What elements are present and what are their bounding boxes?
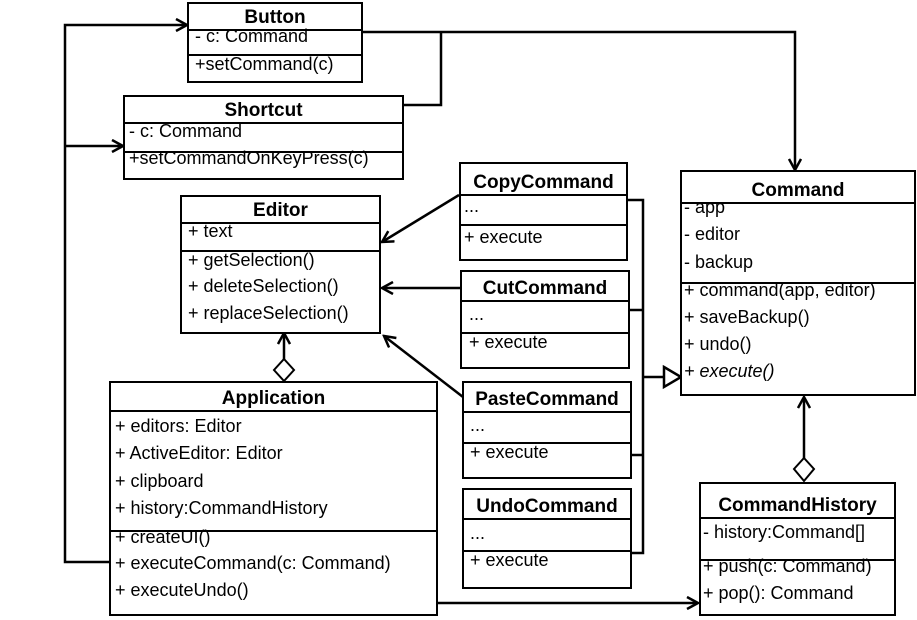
class-box xyxy=(123,95,404,180)
class-box xyxy=(187,2,363,83)
class-box xyxy=(699,482,896,616)
class-method: + saveBackup() xyxy=(684,307,810,327)
class-attribute: + history:CommandHistory xyxy=(115,498,328,518)
class-attribute: ... xyxy=(469,304,484,324)
abstract-method: + execute() xyxy=(684,361,775,381)
class-name: Button xyxy=(244,7,305,28)
class-button: Button- c: Command +setCommand(c) xyxy=(187,2,363,83)
paste-to-editor-association xyxy=(384,336,464,398)
class-attribute: ... xyxy=(470,523,485,543)
class-method: + createUI() xyxy=(115,527,211,547)
class-boxes: Button- c: Command+setCommand(c)Shortcut… xyxy=(109,2,916,616)
class-name: CopyCommand xyxy=(473,172,613,193)
class-attribute: - c: Command xyxy=(195,26,308,46)
class-attribute: ... xyxy=(464,196,479,216)
class-attribute: - app xyxy=(684,197,725,217)
class-name: Command xyxy=(752,180,845,201)
class-attribute: - backup xyxy=(684,252,753,272)
class-attribute: + clipboard xyxy=(115,471,204,491)
class-box xyxy=(109,381,438,616)
class-method: +setCommandOnKeyPress(c) xyxy=(129,148,369,168)
class-attribute: + editors: Editor xyxy=(115,416,242,436)
class-method: + execute xyxy=(470,550,549,570)
aggregation-diamond-commandhistory xyxy=(792,456,816,483)
class-box xyxy=(462,488,632,589)
class-method: + execute xyxy=(464,227,543,247)
class-paste-command: PasteCommand... + execute xyxy=(462,381,632,479)
application-to-shortcut-association xyxy=(63,25,187,564)
class-method: + push(c: Command) xyxy=(703,556,872,576)
class-method: + pop(): Command xyxy=(703,583,854,603)
class-name: Application xyxy=(222,388,325,409)
class-method: + command(app, editor) xyxy=(684,280,876,300)
class-name: PasteCommand xyxy=(475,389,619,410)
class-attribute: - editor xyxy=(684,224,740,244)
class-cut-command: CutCommand... + execute xyxy=(460,270,630,369)
class-attribute: + ActiveEditor: Editor xyxy=(115,443,283,463)
class-attribute: - c: Command xyxy=(129,121,242,141)
class-name: Shortcut xyxy=(224,100,303,121)
aggregation-diamond-application xyxy=(272,357,296,383)
class-box xyxy=(180,195,381,334)
class-method: + executeUndo() xyxy=(115,580,249,600)
generalization-triangle xyxy=(662,364,684,390)
relations xyxy=(63,25,816,603)
class-editor: Editor + text + getSelection() + deleteSele… xyxy=(180,195,381,334)
class-undo-command: UndoCommand... + execute xyxy=(462,488,632,589)
class-method: + replaceSelection() xyxy=(188,303,349,323)
class-application: Application + editors: Editor + ActiveEdit… xyxy=(109,381,438,616)
class-command: Command - app - editor - backup + command(ap… xyxy=(680,170,916,396)
class-name: CutCommand xyxy=(483,278,608,299)
class-attribute: - history:Command[] xyxy=(703,522,865,542)
class-method: + execute xyxy=(469,332,548,352)
class-copy-command: CopyCommand... + execute xyxy=(459,162,628,261)
class-method: +setCommand(c) xyxy=(195,54,334,74)
button-to-command-association xyxy=(362,30,795,170)
class-attribute: + text xyxy=(188,221,233,241)
class-method: + executeCommand(c: Command) xyxy=(115,553,391,573)
class-method: + deleteSelection() xyxy=(188,276,339,296)
class-box xyxy=(459,162,628,261)
class-name: CommandHistory xyxy=(718,495,877,516)
class-name: Editor xyxy=(253,200,308,221)
class-shortcut: Shortcut- c: Command +setCommandOnKeyPres… xyxy=(123,95,404,180)
class-method: + execute xyxy=(470,442,549,462)
copy-to-editor-association xyxy=(382,193,460,242)
shortcut-to-command-association xyxy=(403,32,443,107)
class-attribute: ... xyxy=(470,415,485,435)
class-box xyxy=(462,381,632,479)
class-command-history: CommandHistory - history:Command[] + push(… xyxy=(699,482,896,616)
class-name: UndoCommand xyxy=(476,496,617,517)
class-box xyxy=(460,270,630,369)
class-method: + undo() xyxy=(684,334,752,354)
class-method: + getSelection() xyxy=(188,250,315,270)
